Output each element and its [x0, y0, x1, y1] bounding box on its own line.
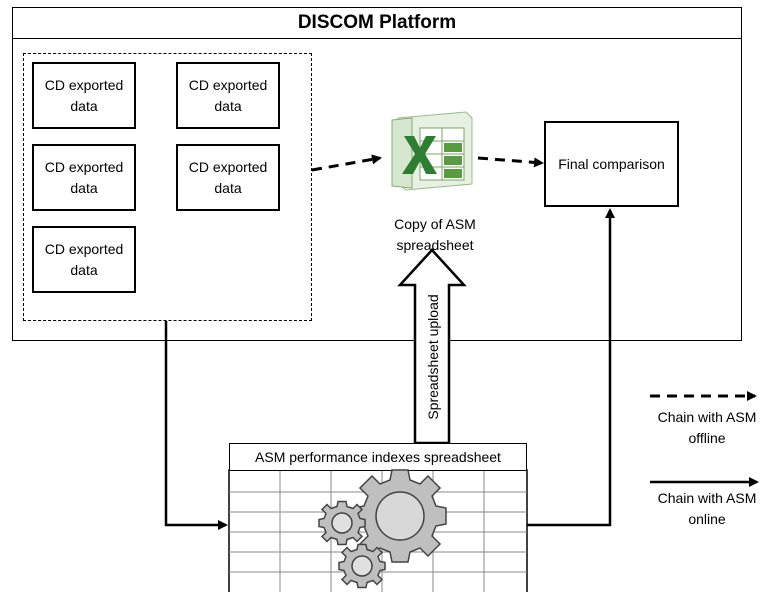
legend-online-label: Chain with ASM online	[657, 490, 757, 527]
cd-box-2: CD exported data	[176, 62, 280, 129]
platform-title: DISCOM Platform	[12, 7, 742, 39]
upload-arrow-label: Spreadsheet upload	[425, 294, 441, 420]
excel-caption: Copy of ASM spreadsheet	[394, 216, 476, 253]
spreadsheet-grid	[228, 469, 528, 592]
final-comparison-box: Final comparison	[544, 121, 679, 207]
cd-box-5: CD exported data	[32, 226, 136, 293]
cd-box-4: CD exported data	[176, 144, 280, 211]
cd-box-1: CD exported data	[32, 62, 136, 129]
legend-offline-label: Chain with ASM offline	[657, 409, 757, 446]
cd-box-3: CD exported data	[32, 144, 136, 211]
cd-data-group	[23, 53, 312, 321]
asm-sheet-title: ASM performance indexes spreadsheet	[229, 443, 527, 471]
